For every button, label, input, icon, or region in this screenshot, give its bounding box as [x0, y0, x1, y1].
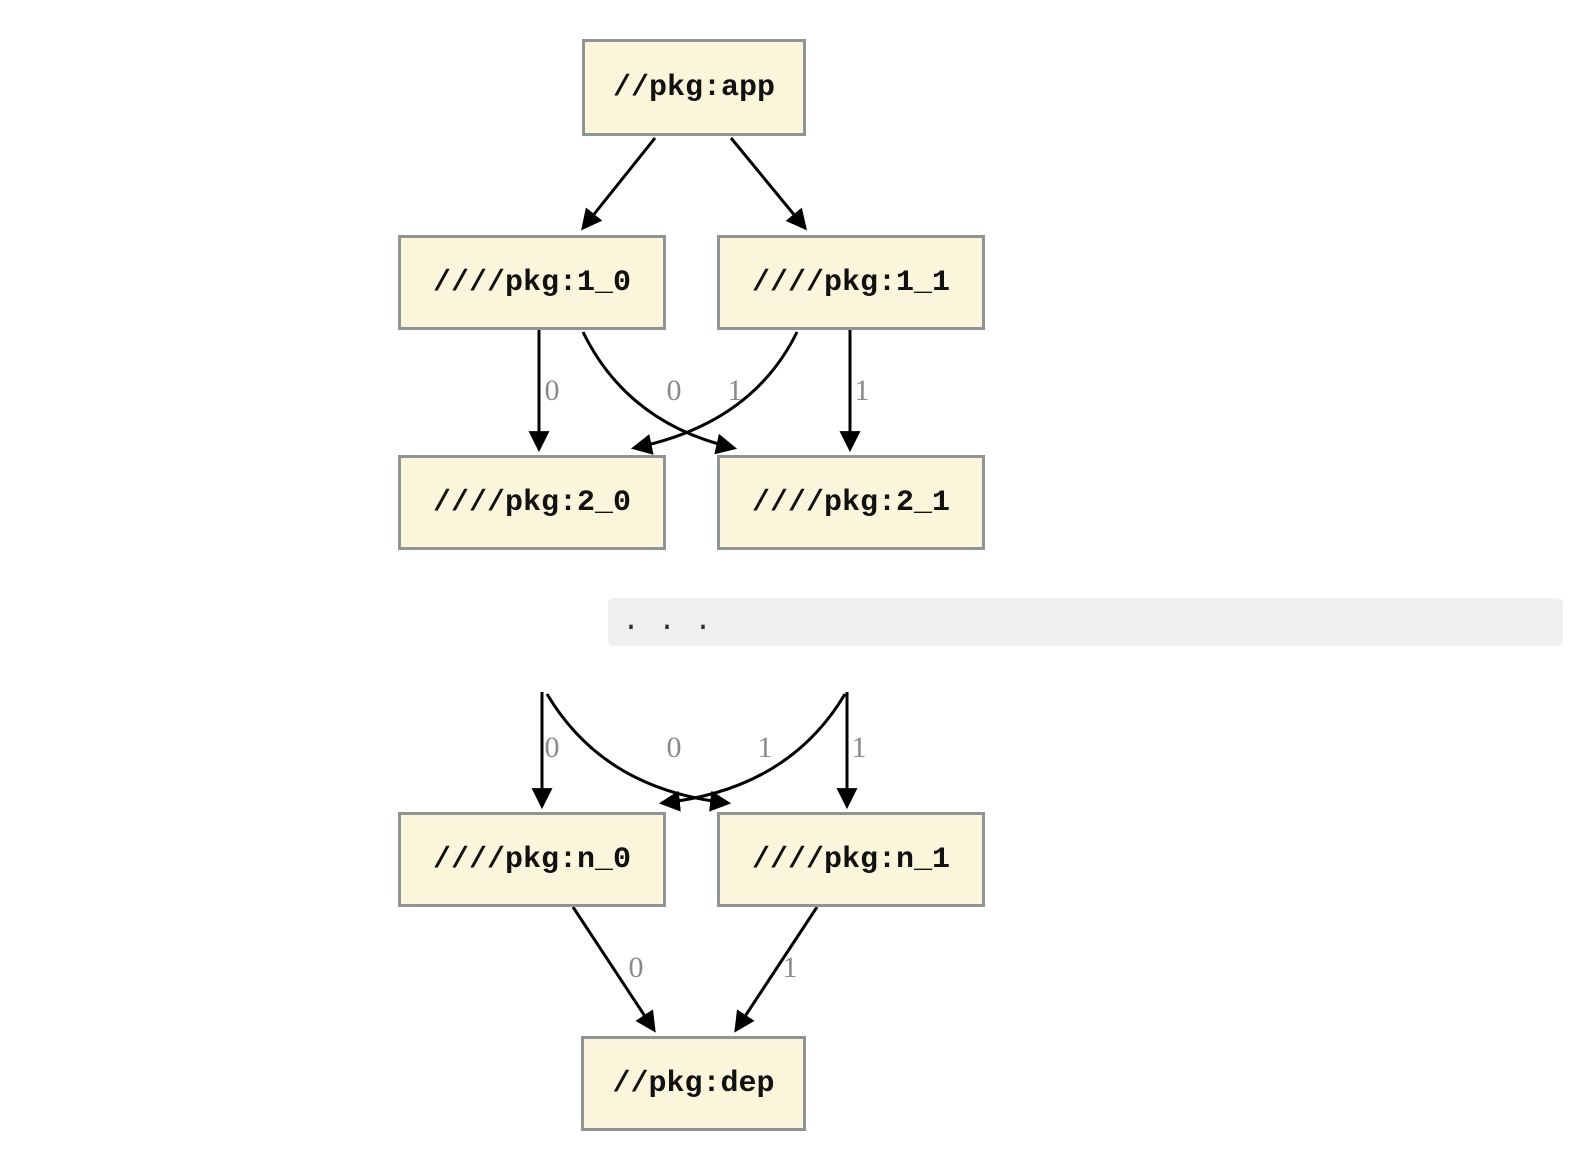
ellipsis-text: . . .: [622, 605, 713, 639]
edge-app-to-1_1: [729, 137, 808, 231]
node-pkg-1_0: ////pkg:1_0: [398, 235, 666, 330]
node-pkg-dep: //pkg:dep: [581, 1036, 806, 1131]
edge-label-n_1-to-dep: 1: [782, 951, 798, 984]
edge-label-1_0-to-2_1: 1: [727, 374, 743, 407]
edge-label-ellipsis-to-n_0-straight: 0: [544, 731, 560, 764]
edge-label-ellipsis-to-n_1-straight: 1: [851, 731, 867, 764]
node-pkg-app: //pkg:app: [582, 39, 806, 136]
edge-label-ellipsis-to-n_0-cross: 0: [666, 731, 682, 764]
node-pkg-1_1: ////pkg:1_1: [717, 235, 985, 330]
node-pkg-n_1: ////pkg:n_1: [717, 812, 985, 907]
edge-label-1_1-to-2_0: 0: [666, 374, 682, 407]
node-pkg-2_1: ////pkg:2_1: [717, 455, 985, 550]
ellipsis-code-block: . . .: [608, 598, 1563, 646]
edge-app-to-1_0: [581, 137, 657, 231]
node-pkg-n_0: ////pkg:n_0: [398, 812, 666, 907]
edge-label-ellipsis-to-n_1-cross: 1: [757, 731, 773, 764]
edge-n_1-to-dep: [734, 906, 819, 1033]
node-pkg-2_0: ////pkg:2_0: [398, 455, 666, 550]
edge-1_1-to-2_0: [630, 331, 799, 455]
edge-label-n_0-to-dep: 0: [628, 951, 644, 984]
edge-ellipsis-to-n_0-cross: [658, 693, 847, 812]
edge-label-1_1-to-2_1: 1: [854, 374, 870, 407]
edge-n_0-to-dep: [571, 906, 656, 1033]
edge-label-1_0-to-2_0: 0: [544, 374, 560, 407]
edge-1_0-to-2_1: [581, 331, 738, 455]
edge-ellipsis-to-n_1-cross: [545, 693, 732, 812]
